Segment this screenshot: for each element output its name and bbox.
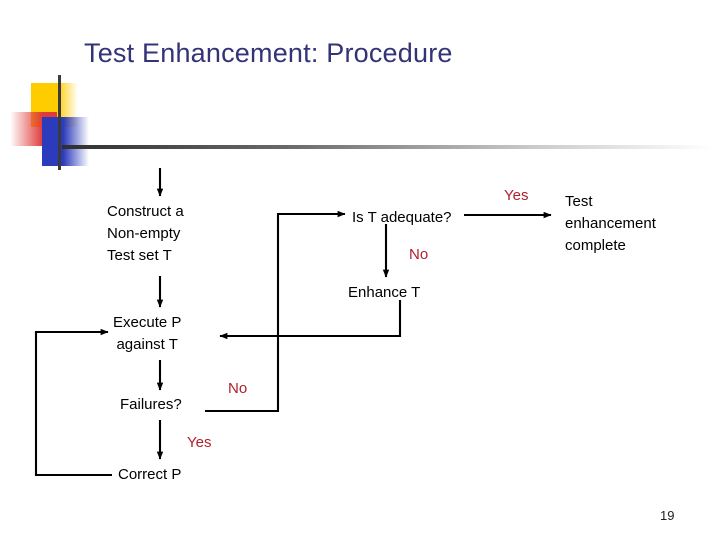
edge-label-no-failures: No bbox=[228, 380, 248, 397]
node-enhancement-complete: Test enhancement complete bbox=[565, 193, 656, 254]
decoration-horizontal-rule bbox=[62, 145, 712, 149]
node-failures-decision: Failures? bbox=[120, 396, 182, 413]
edge-failures-to-adequate bbox=[205, 210, 346, 413]
node-enhance-test-set: Enhance T bbox=[348, 284, 421, 301]
decoration-blue-square bbox=[42, 117, 89, 166]
node-correct-program: Correct P bbox=[118, 466, 182, 483]
page-title: Test Enhancement: Procedure bbox=[84, 38, 453, 68]
edge-label-yes-failures: Yes bbox=[187, 434, 212, 451]
edge-label-no-adequate: No bbox=[409, 246, 429, 263]
node-execute-program: Execute P against T bbox=[113, 314, 182, 353]
edge-correct-to-execute bbox=[34, 328, 112, 477]
decoration-vertical-bar bbox=[58, 75, 61, 170]
node-is-t-adequate-decision: Is T adequate? bbox=[352, 209, 452, 226]
edge-label-yes-adequate: Yes bbox=[504, 187, 529, 204]
edge-enhance-to-execute bbox=[219, 300, 402, 340]
page-number: 19 bbox=[660, 508, 675, 523]
node-construct-test-set: Construct a Non-empty Test set T bbox=[107, 203, 184, 264]
